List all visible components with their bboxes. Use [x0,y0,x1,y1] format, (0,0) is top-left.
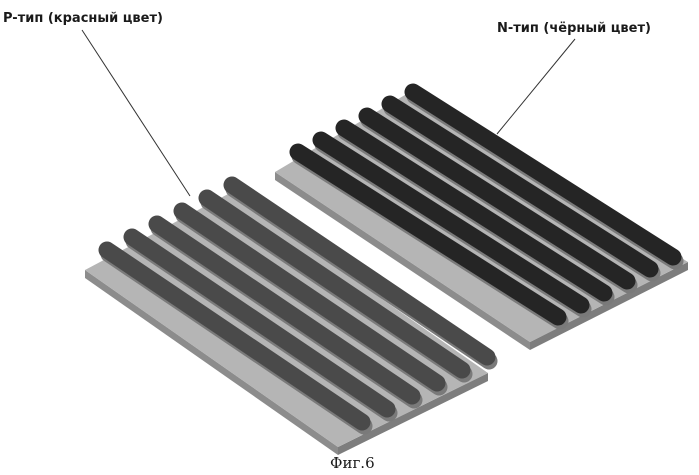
p-type-leader-line [82,30,190,196]
n-type-leader-line [497,39,575,134]
figure-caption: Фиг.6 [330,454,375,472]
p-type-label: P-тип (красный цвет) [3,11,163,26]
n-type-label: N-тип (чёрный цвет) [497,21,651,36]
